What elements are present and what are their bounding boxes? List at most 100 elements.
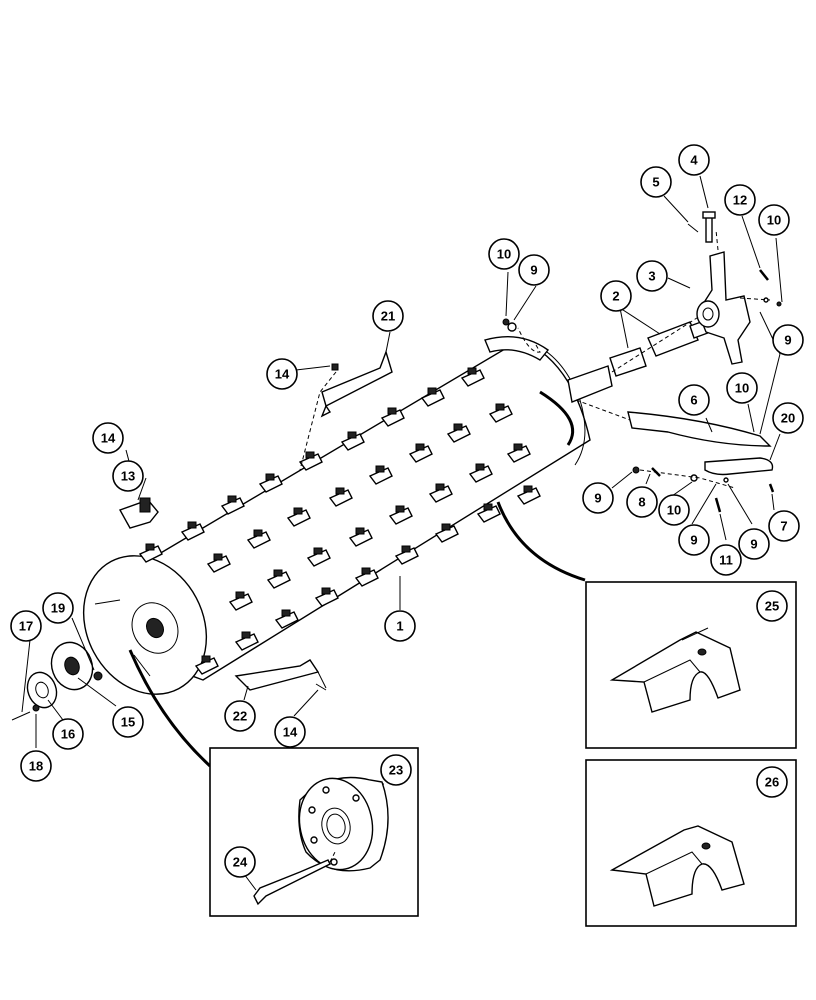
callout-10: 10 — [726, 372, 758, 404]
flail-knife — [340, 431, 365, 451]
callout-label: 10 — [735, 381, 749, 396]
flail-knife — [220, 495, 245, 515]
flail-knife — [180, 521, 205, 541]
flail-knife — [228, 591, 253, 611]
callout-label: 9 — [530, 263, 537, 278]
callout-17: 17 — [10, 610, 42, 642]
flail-knife — [274, 609, 299, 629]
flail-knife — [420, 387, 445, 407]
flail-knife — [306, 547, 331, 567]
flail-knife — [516, 485, 541, 505]
callout-label: 18 — [29, 759, 43, 774]
front-hub — [11, 641, 103, 721]
flail-knife — [388, 505, 413, 525]
callout-label: 11 — [719, 553, 733, 568]
callout-9: 9 — [582, 482, 614, 514]
callout-24: 24 — [224, 846, 256, 878]
callout-label: 21 — [381, 309, 395, 324]
callout-23: 23 — [380, 754, 412, 786]
flail-knife — [506, 443, 531, 463]
callout-10: 10 — [758, 204, 790, 236]
flail-knives — [138, 367, 541, 675]
callout-7: 7 — [768, 510, 800, 542]
callout-6: 6 — [678, 384, 710, 416]
flail-knife — [258, 473, 283, 493]
callout-9: 9 — [678, 524, 710, 556]
flail-knife — [488, 403, 513, 423]
callout-2: 2 — [600, 280, 632, 312]
flail-knife — [328, 487, 353, 507]
callout-label: 1 — [396, 619, 403, 634]
callout-22: 22 — [224, 700, 256, 732]
flail-knife — [266, 569, 291, 589]
shaft-assembly — [502, 211, 782, 513]
callout-label: 26 — [765, 775, 779, 790]
callout-21: 21 — [372, 300, 404, 332]
flail-knife — [348, 527, 373, 547]
callout-1: 1 — [384, 610, 416, 642]
bracket-22 — [234, 659, 327, 691]
flail-knife — [408, 443, 433, 463]
callout-16: 16 — [52, 718, 84, 750]
callout-label: 25 — [765, 599, 779, 614]
callout-11: 11 — [710, 544, 742, 576]
callout-label: 10 — [497, 247, 511, 262]
callout-label: 9 — [784, 333, 791, 348]
callout-label: 9 — [594, 491, 601, 506]
callout-8: 8 — [626, 486, 658, 518]
callout-25: 25 — [756, 590, 788, 622]
callout-14: 14 — [274, 716, 306, 748]
callout-label: 14 — [275, 367, 290, 382]
flail-knife — [298, 451, 323, 471]
flail-knife — [468, 463, 493, 483]
callout-15: 15 — [112, 706, 144, 738]
flail-knife — [368, 465, 393, 485]
callout-label: 20 — [781, 411, 795, 426]
bracket-21 — [299, 349, 393, 471]
callout-3: 3 — [636, 260, 668, 292]
callout-label: 3 — [648, 269, 655, 284]
callout-label: 17 — [19, 619, 33, 634]
flail-knife — [446, 423, 471, 443]
callout-label: 12 — [733, 193, 747, 208]
callout-14: 14 — [92, 422, 124, 454]
flail-knife — [234, 631, 259, 651]
callout-label: 2 — [612, 289, 619, 304]
callout-label: 5 — [652, 175, 659, 190]
callout-label: 15 — [121, 715, 135, 730]
flail-knife — [206, 553, 231, 573]
flail-knife — [380, 407, 405, 427]
callout-label: 6 — [690, 393, 697, 408]
callout-label: 23 — [389, 763, 403, 778]
flail-knife — [354, 567, 379, 587]
flail-knife — [138, 543, 163, 563]
callout-18: 18 — [20, 750, 52, 782]
callout-9: 9 — [772, 324, 804, 356]
flail-knife — [476, 503, 501, 523]
callout-label: 10 — [667, 503, 681, 518]
callout-10: 10 — [658, 494, 690, 526]
callout-label: 16 — [61, 727, 75, 742]
callout-10: 10 — [488, 238, 520, 270]
detail-box-knife-25 — [585, 581, 797, 749]
callout-label: 22 — [233, 709, 247, 724]
callout-4: 4 — [678, 144, 710, 176]
callout-label: 19 — [51, 601, 65, 616]
callout-label: 4 — [690, 153, 698, 168]
callout-label: 14 — [283, 725, 298, 740]
callout-19: 19 — [42, 592, 74, 624]
callout-label: 8 — [638, 495, 645, 510]
callout-label: 7 — [780, 519, 787, 534]
callout-label: 9 — [750, 537, 757, 552]
callout-20: 20 — [772, 402, 804, 434]
callout-14: 14 — [266, 358, 298, 390]
callout-label: 13 — [121, 469, 135, 484]
flail-knife — [394, 545, 419, 565]
flail-knife — [194, 655, 219, 675]
flail-knife — [314, 587, 339, 607]
callout-label: 9 — [690, 533, 697, 548]
callout-12: 12 — [724, 184, 756, 216]
flail-knife — [246, 529, 271, 549]
